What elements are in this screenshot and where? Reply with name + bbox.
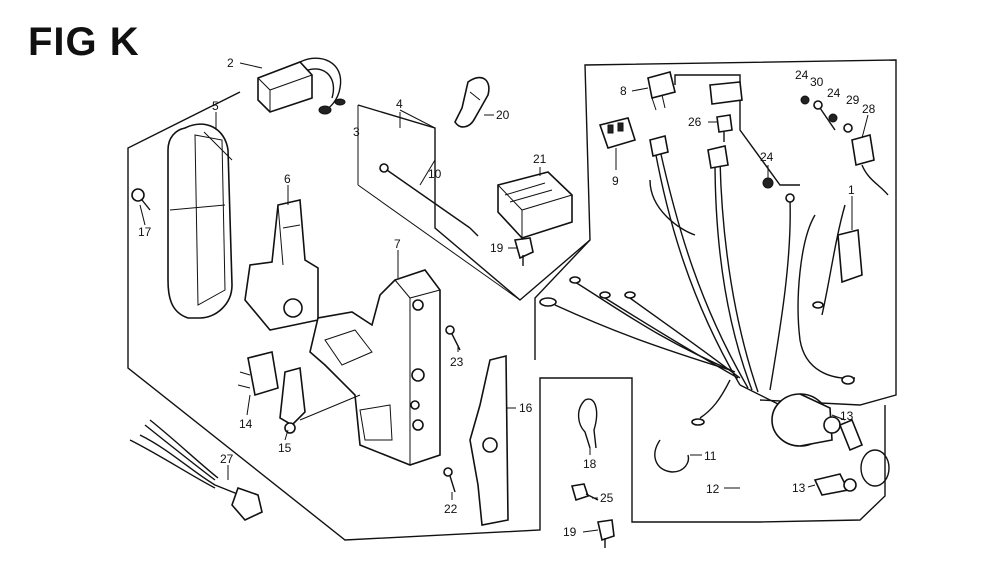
part-28-terminal xyxy=(851,133,889,196)
callout-24-a: 24 xyxy=(795,68,809,82)
part-11-clamp xyxy=(654,439,690,473)
part-16-plate xyxy=(469,354,509,526)
callout-4: 4 xyxy=(396,97,403,111)
callout-28: 28 xyxy=(862,102,876,116)
leader-lines xyxy=(139,62,869,533)
callout-21: 21 xyxy=(533,152,547,166)
part-12-ignition-switch xyxy=(771,393,841,447)
part-10-rod xyxy=(357,105,521,301)
callout-26: 26 xyxy=(688,115,702,129)
harness-box-outline xyxy=(674,74,800,186)
callout-8: 8 xyxy=(620,84,627,98)
callout-22: 22 xyxy=(444,502,458,516)
callout-6: 6 xyxy=(284,172,291,186)
callout-18: 18 xyxy=(583,457,597,471)
figure-title: FIG K xyxy=(28,20,140,64)
part-1-harness xyxy=(539,135,863,426)
part-7-panel xyxy=(309,269,441,466)
part-22-screw xyxy=(443,467,456,493)
callout-19-lower: 19 xyxy=(563,525,577,539)
callout-20: 20 xyxy=(496,108,510,122)
part-15-connector xyxy=(279,366,361,434)
callout-15: 15 xyxy=(278,441,292,455)
callout-12: 12 xyxy=(706,482,720,496)
part-18-tie xyxy=(577,398,598,449)
callout-11: 11 xyxy=(704,449,717,463)
part-19-clip-lower xyxy=(597,519,615,548)
callout-14: 14 xyxy=(239,417,253,431)
part-21-block xyxy=(497,171,573,239)
part-19-clip-upper xyxy=(513,237,534,266)
left-group-outline xyxy=(127,91,886,541)
part-5-cover xyxy=(167,123,233,319)
callout-25: 25 xyxy=(600,491,614,505)
callout-2: 2 xyxy=(227,56,234,70)
part-25-bolt xyxy=(570,483,599,502)
callout-13-b: 13 xyxy=(792,481,806,495)
part-13-keys xyxy=(813,418,890,496)
callout-16: 16 xyxy=(519,401,533,415)
callout-10: 10 xyxy=(428,167,442,181)
part-20-clip xyxy=(454,76,490,128)
callout-19-upper: 19 xyxy=(490,241,504,255)
part-23-screw xyxy=(445,325,461,351)
callout-13-a: 13 xyxy=(840,409,854,423)
callout-24-c: 24 xyxy=(760,150,774,164)
part-9-connector xyxy=(598,117,637,149)
callout-3: 3 xyxy=(353,125,360,139)
callout-17: 17 xyxy=(138,225,152,239)
callout-9: 9 xyxy=(612,174,619,188)
callout-1: 1 xyxy=(848,183,855,197)
part-27-wire-lead xyxy=(129,419,263,521)
part-8-relay xyxy=(647,71,676,111)
callout-23: 23 xyxy=(450,355,464,369)
right-group-outline xyxy=(534,59,897,406)
callout-29: 29 xyxy=(846,93,860,107)
part-14-switch xyxy=(237,351,279,397)
part-17-screw xyxy=(131,188,151,211)
upper-mid-outline xyxy=(357,104,591,301)
callout-5: 5 xyxy=(212,99,219,113)
part-6-bracket xyxy=(244,199,319,331)
fuse-holder xyxy=(709,81,743,105)
part-26-fuse xyxy=(716,114,733,142)
hardware-stack xyxy=(762,95,853,189)
callout-27: 27 xyxy=(220,452,234,466)
callout-24-b: 24 xyxy=(827,86,841,100)
part-2-unit xyxy=(257,57,346,115)
callout-labels: 2 4 3 5 20 10 21 6 17 19 7 23 14 15 16 2… xyxy=(138,56,876,539)
callout-7: 7 xyxy=(394,237,401,251)
callout-30: 30 xyxy=(810,75,824,89)
